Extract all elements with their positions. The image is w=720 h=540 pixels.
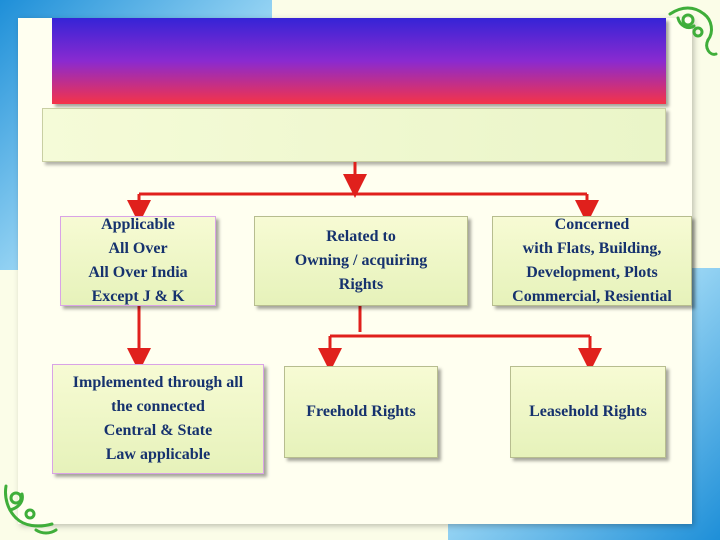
node-related: Related to Owning / acquiring Rights [254,216,468,306]
node-concerned: Concerned with Flats, Building, Developm… [492,216,692,306]
node-freehold: Freehold Rights [284,366,438,458]
node-implemented: Implemented through all the connected Ce… [52,364,264,474]
floral-flourish-icon [4,484,58,535]
node-applicable: Applicable All Over All Over India Excep… [60,216,216,306]
node-leasehold: Leasehold Rights [510,366,666,458]
floral-flourish-icon [668,6,718,56]
subtitle-bar [42,108,666,162]
title-bar [52,18,666,104]
